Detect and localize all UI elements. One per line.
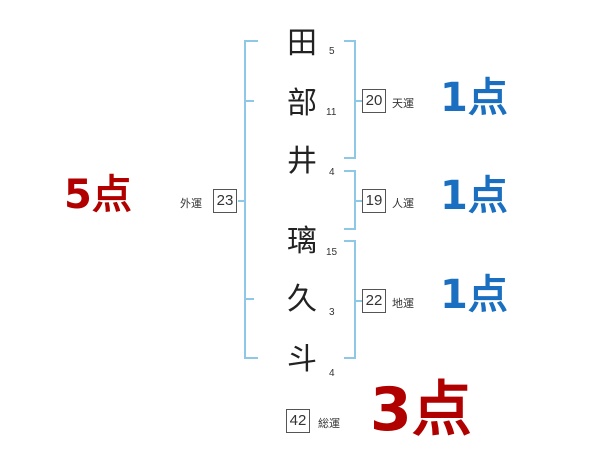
name-char-4: 璃 — [287, 224, 317, 259]
chikaku-connector — [354, 300, 362, 302]
chikaku-bracket-bottom — [344, 357, 356, 359]
gaikaku-label: 外運 — [180, 197, 202, 210]
jinkaku-bracket-bottom — [344, 228, 356, 230]
chikaku-value-box: 22 — [362, 289, 386, 313]
name-char-6: 斗 — [287, 342, 317, 377]
chikaku-label: 地運 — [392, 297, 414, 310]
stroke-count-6: 4 — [329, 368, 335, 379]
stroke-count-1: 5 — [329, 46, 335, 57]
left-bracket-vertical — [244, 40, 246, 359]
jinkaku-score: 1点 — [440, 173, 508, 219]
stroke-count-3: 4 — [329, 167, 335, 178]
tenkaku-bracket-vertical — [354, 40, 356, 159]
stroke-count-4: 15 — [326, 247, 338, 258]
stroke-count-5: 3 — [329, 307, 335, 318]
tenkaku-value-box: 20 — [362, 89, 386, 113]
soukaku-label: 総運 — [318, 417, 340, 430]
left-bracket-bottom-tick — [244, 357, 258, 359]
chikaku-bracket-vertical — [354, 240, 356, 359]
chikaku-score: 1点 — [440, 272, 508, 318]
stroke-count-2: 11 — [326, 107, 337, 118]
tenkaku-bracket-top — [344, 40, 356, 42]
left-bracket-tick-5 — [244, 298, 254, 300]
jinkaku-value-box: 19 — [362, 189, 386, 213]
tenkaku-score: 1点 — [440, 75, 508, 121]
tenkaku-label: 天運 — [392, 97, 414, 110]
jinkaku-connector — [354, 200, 362, 202]
name-char-1: 田 — [287, 26, 317, 61]
tenkaku-connector — [354, 100, 362, 102]
gaikaku-value-box: 23 — [213, 189, 237, 213]
gaikaku-connector — [238, 200, 246, 202]
name-char-2: 部 — [287, 86, 317, 121]
left-bracket-top-tick — [244, 40, 258, 42]
name-char-5: 久 — [287, 282, 317, 317]
tenkaku-bracket-bottom — [344, 157, 356, 159]
name-char-3: 井 — [287, 144, 317, 179]
gaikaku-score: 5点 — [64, 172, 132, 218]
chikaku-bracket-top — [344, 240, 356, 242]
jinkaku-label: 人運 — [392, 197, 414, 210]
left-bracket-tick-2 — [244, 100, 254, 102]
jinkaku-bracket-top — [344, 170, 356, 172]
soukaku-score: 3点 — [370, 375, 472, 445]
soukaku-value-box: 42 — [286, 409, 310, 433]
